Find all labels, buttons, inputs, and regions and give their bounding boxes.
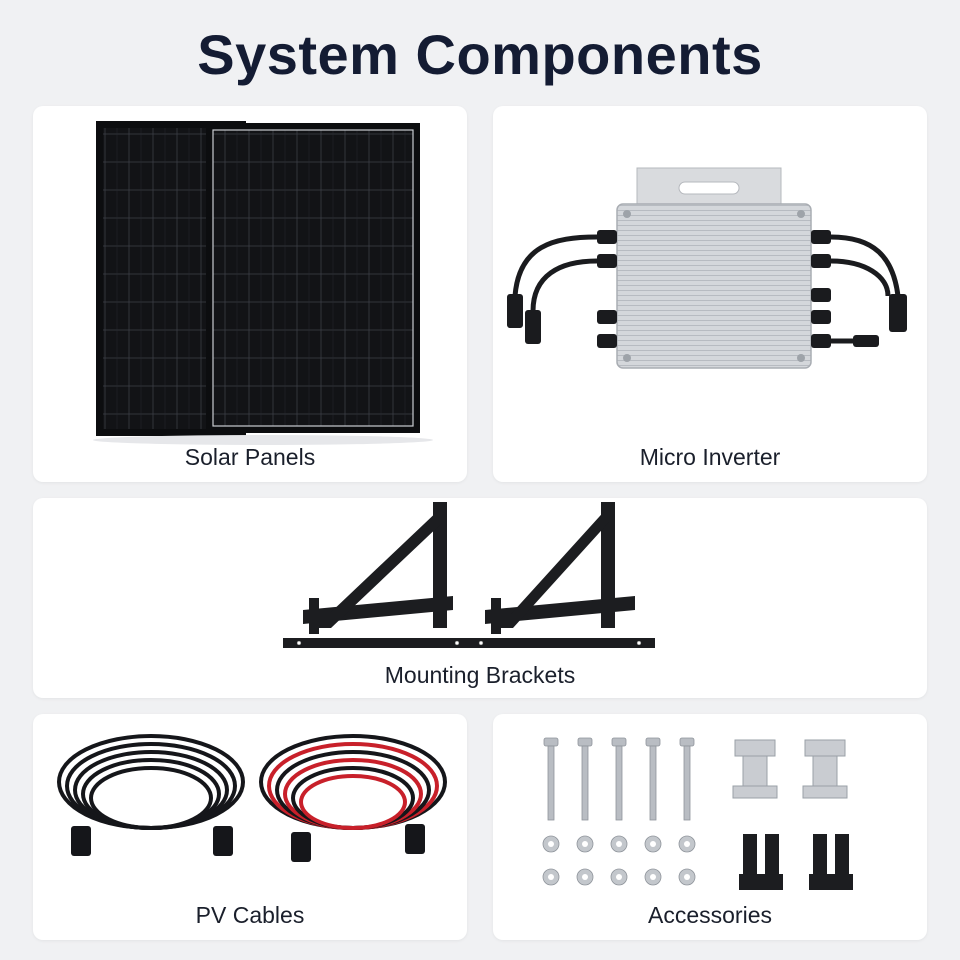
mounting-bracket-icon	[283, 502, 655, 648]
label-mounting-brackets: Mounting Brackets	[384, 662, 576, 688]
label-pv-cables: PV Cables	[195, 902, 305, 928]
micro-inverter-icon	[507, 167, 907, 369]
card-accessories: Accessories	[493, 714, 927, 940]
card-mounting-brackets: Mounting Brackets	[33, 498, 927, 698]
card-solar-panels: Solar Panels	[33, 106, 467, 482]
accessories-icon	[542, 737, 853, 890]
card-pv-cables: PV Cables	[33, 714, 467, 940]
card-micro-inverter: Micro Inverter	[493, 106, 927, 482]
page-title: System Components	[197, 23, 763, 86]
label-micro-inverter: Micro Inverter	[639, 444, 781, 470]
label-solar-panels: Solar Panels	[184, 444, 316, 470]
label-accessories: Accessories	[648, 902, 772, 928]
pv-cable-icon	[57, 734, 447, 862]
solar-panel-icon	[93, 121, 433, 445]
